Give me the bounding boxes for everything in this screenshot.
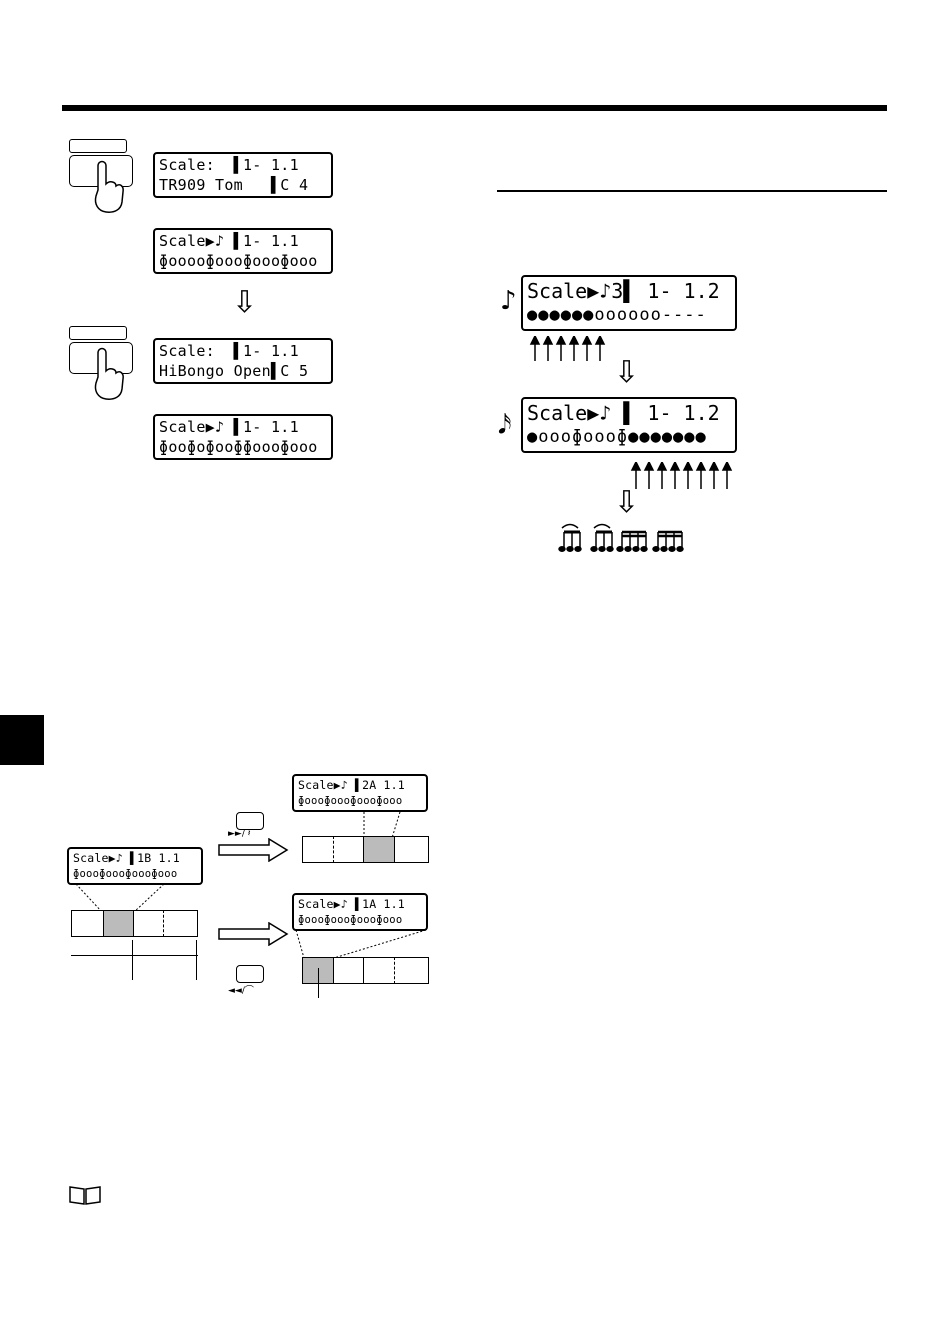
- forward-button-label: ►►/ 𝄽: [228, 829, 251, 839]
- eighth-note-icon: ♪: [500, 286, 517, 316]
- lcd-display-6: Scale▶♪ ▌ 1- 1.2 ●oooɸoooɸ●●●●●●●: [521, 397, 737, 453]
- lcd-line-1: Scale▶♪ ▌1- 1.1: [159, 418, 299, 436]
- lcd-line-2: ●oooɸoooɸ●●●●●●●: [527, 427, 707, 447]
- bar-cell: [394, 957, 429, 984]
- lcd-line-1: Scale▶♪ ▌1- 1.1: [159, 232, 299, 250]
- lcd-display-4: Scale▶♪ ▌1- 1.1 ɸooɸoɸooɸɸoooɸooo: [153, 414, 333, 460]
- lcd-display-7: Scale▶♪ ▌2A 1.1 ɸoooɸoooɸoooɸooo: [292, 774, 428, 812]
- arrow-down-icon: ⇩: [614, 485, 640, 520]
- lcd-line-2: TR909 Tom ▌C 4: [159, 176, 309, 194]
- back-button[interactable]: [236, 965, 264, 983]
- lcd-line-2: ɸoooɸoooɸoooɸooo: [73, 868, 178, 880]
- section-rule: [497, 190, 887, 192]
- instrument-button-cap[interactable]: [69, 326, 127, 340]
- lcd-display-1: Scale: ▌1- 1.1 TR909 Tom ▌C 4: [153, 152, 333, 198]
- finger-press-icon: [94, 347, 124, 400]
- forward-button[interactable]: [236, 812, 264, 830]
- lcd-line-2: HiBongo Open▌C 5: [159, 362, 309, 380]
- bar-cell: [333, 957, 364, 984]
- bar-cell: [363, 957, 395, 984]
- arrow-right-icon: [218, 838, 289, 862]
- chapter-tab: [0, 715, 44, 765]
- pointer-line: [318, 968, 319, 998]
- lcd-line-1: Scale▶♪ ▌ 1- 1.2: [527, 401, 720, 425]
- bar-cell: [163, 910, 198, 937]
- timeline-rule: [71, 955, 198, 956]
- lcd-line-1: Scale▶♪ ▌2A 1.1: [298, 778, 405, 792]
- bar-cell: [394, 836, 429, 863]
- manual-book-icon: [69, 1186, 101, 1205]
- step-arrows-up-icon: [529, 336, 606, 361]
- arrow-down-icon: ⇩: [614, 355, 640, 390]
- lcd-display-2: Scale▶♪ ▌1- 1.1 ɸooooɸoooɸoooɸooo: [153, 228, 333, 274]
- zoom-lines: [75, 884, 165, 912]
- back-button-label: ◄◄/⌒: [228, 986, 254, 996]
- bar-cell: [133, 910, 164, 937]
- bar-cell-selected: [103, 910, 134, 937]
- timeline-tick: [196, 940, 197, 980]
- bar-cell-selected: [363, 836, 395, 863]
- bar-cell: [302, 836, 334, 863]
- lcd-display-8: Scale▶♪ ▌1B 1.1 ɸoooɸoooɸoooɸooo: [67, 847, 203, 885]
- lcd-display-5: Scale▶♪3▌ 1- 1.2 ●●●●●●oooooo----: [521, 275, 737, 331]
- sixteenth-note-icon: 𝅘𝅥𝅯: [498, 410, 512, 440]
- lcd-line-1: Scale▶♪ ▌1A 1.1: [298, 897, 405, 911]
- lcd-display-9: Scale▶♪ ▌1A 1.1 ɸoooɸoooɸoooɸooo: [292, 893, 428, 931]
- bar-cell: [71, 910, 104, 937]
- lcd-line-2: ●●●●●●oooooo----: [527, 305, 707, 325]
- zoom-lines: [295, 930, 427, 958]
- step-arrows-up-icon: [630, 462, 733, 489]
- lcd-line-1: Scale▶♪3▌ 1- 1.2: [527, 279, 720, 303]
- lcd-line-1: Scale: ▌1- 1.1: [159, 342, 299, 360]
- timeline-tick: [132, 940, 133, 980]
- finger-press-icon: [94, 160, 124, 213]
- top-rule: [62, 105, 887, 111]
- arrow-right-icon: [218, 922, 289, 946]
- lcd-display-3: Scale: ▌1- 1.1 HiBongo Open▌C 5: [153, 338, 333, 384]
- bar-cell: [333, 836, 364, 863]
- lcd-line-2: ɸooooɸoooɸoooɸooo: [159, 252, 318, 270]
- instrument-button-cap[interactable]: [69, 139, 127, 153]
- zoom-lines: [363, 812, 401, 838]
- rhythm-notation-icon: [558, 523, 684, 552]
- lcd-line-2: ɸoooɸoooɸoooɸooo: [298, 914, 403, 926]
- lcd-line-1: Scale▶♪ ▌1B 1.1: [73, 851, 180, 865]
- lcd-line-2: ɸooɸoɸooɸɸoooɸooo: [159, 438, 318, 456]
- arrow-down-icon: ⇩: [232, 285, 258, 320]
- lcd-line-1: Scale: ▌1- 1.1: [159, 156, 299, 174]
- lcd-line-2: ɸoooɸoooɸoooɸooo: [298, 795, 403, 807]
